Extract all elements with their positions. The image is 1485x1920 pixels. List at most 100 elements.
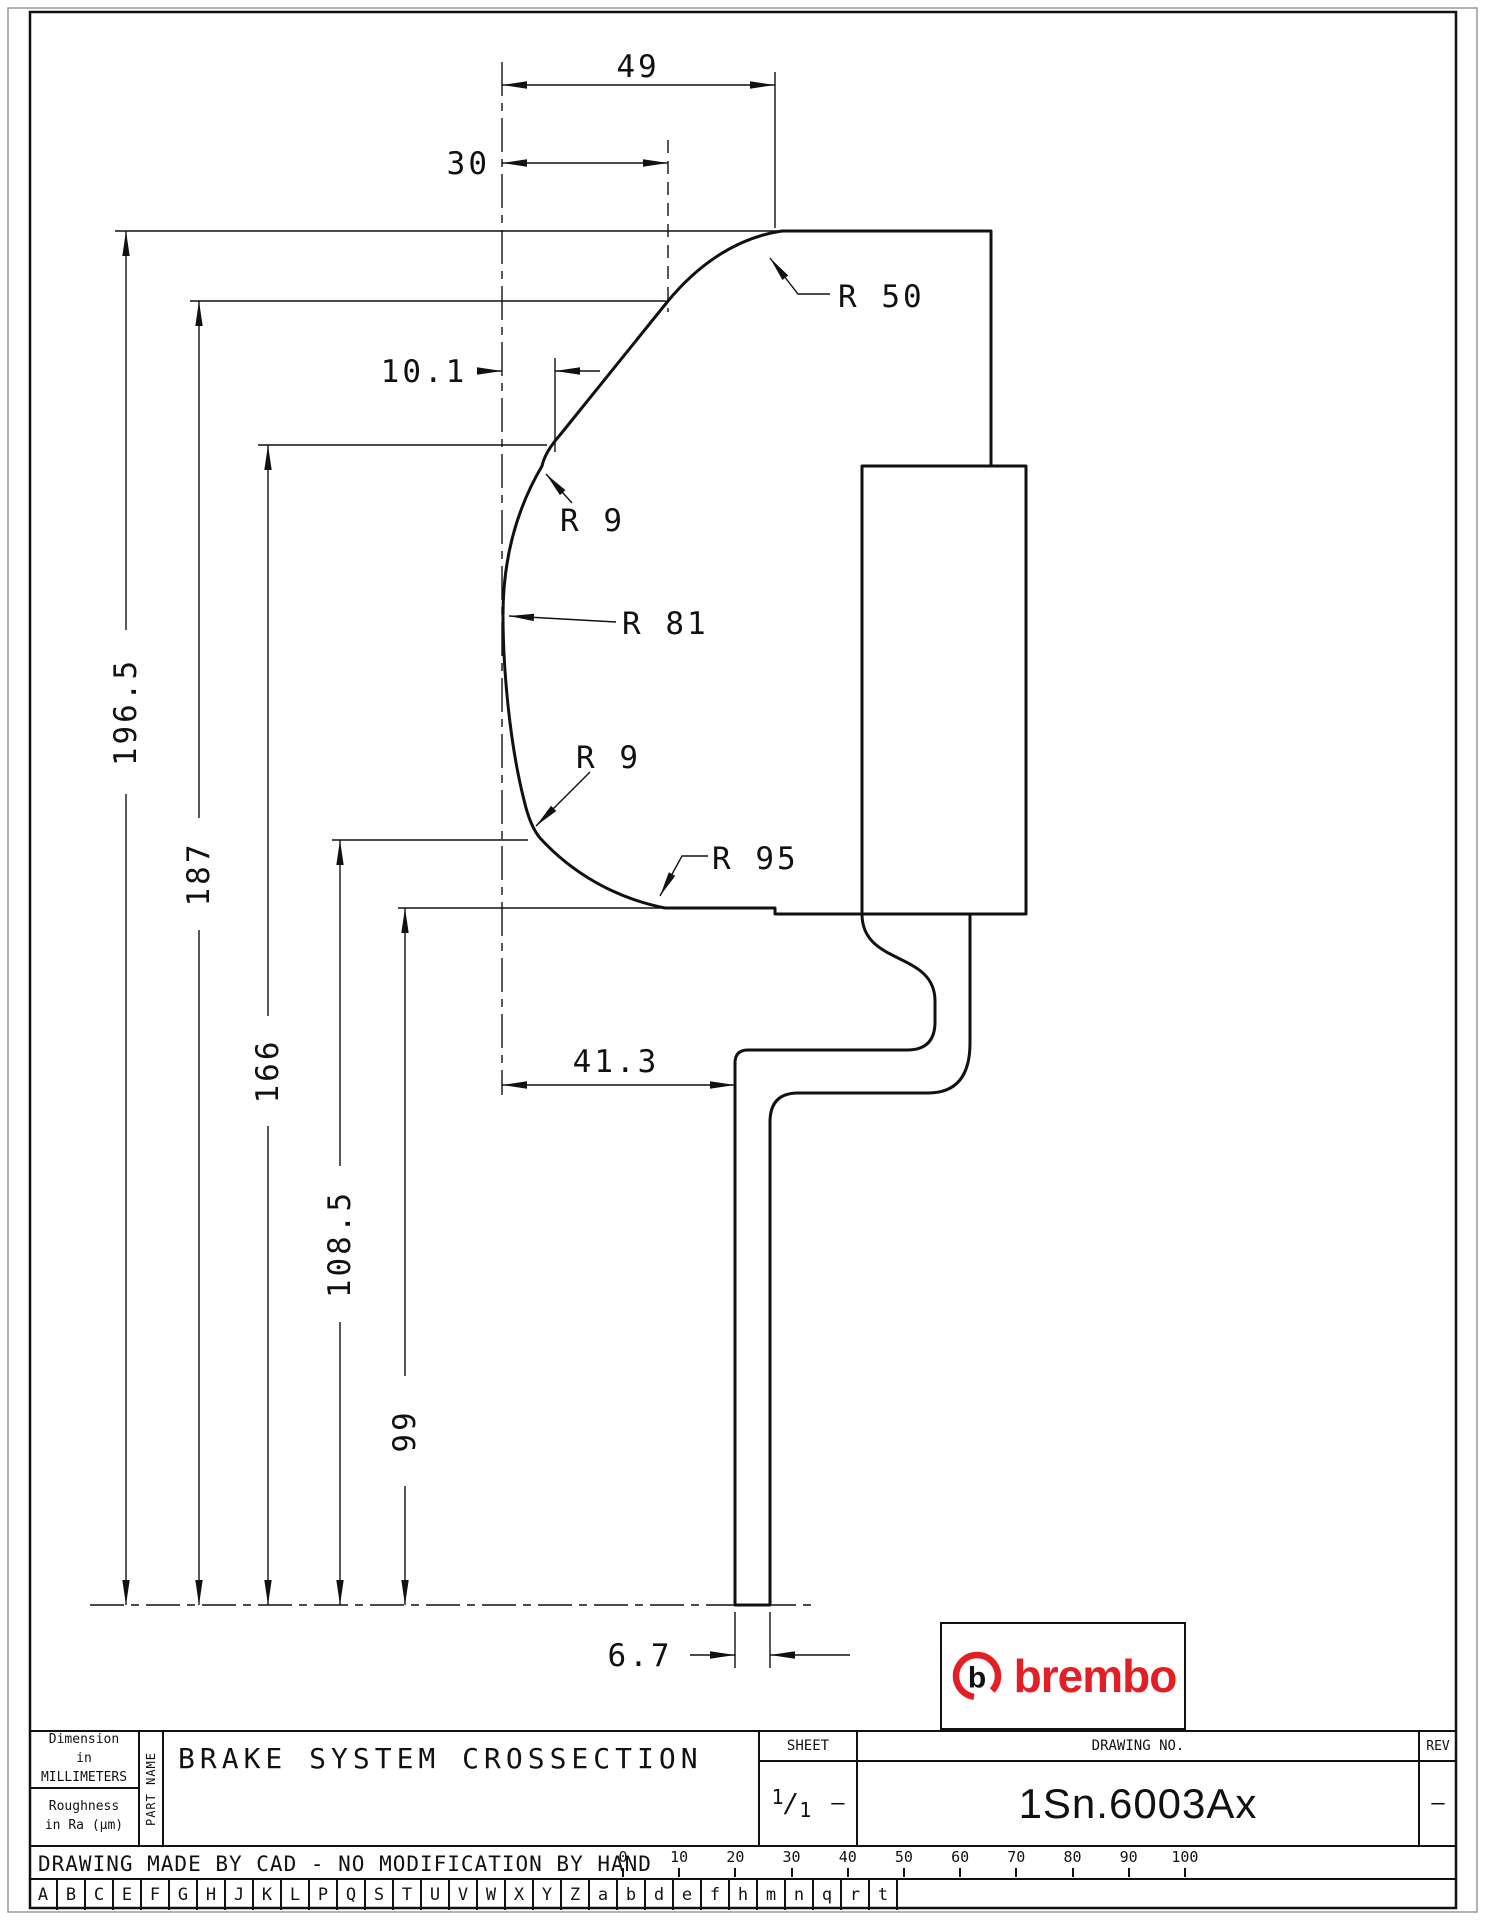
- outer-border: [7, 7, 1478, 1913]
- dim-196-5-label: 196.5: [108, 658, 144, 766]
- ruler-tick: [959, 1867, 962, 1877]
- zone-letter-cell: n: [786, 1880, 814, 1910]
- zone-letter-cell: L: [282, 1880, 310, 1910]
- zone-letter-cell: S: [366, 1880, 394, 1910]
- main-frame: [28, 10, 1458, 1910]
- brand-wordmark: brembo: [1013, 1650, 1178, 1702]
- zone-letter-cell: h: [730, 1880, 758, 1910]
- units-note-line1: Dimension: [48, 1732, 120, 1748]
- radius-r95-label: R 95: [712, 841, 799, 877]
- brand-logo-box: b brembo: [940, 1622, 1186, 1730]
- zone-letter-cell: e: [674, 1880, 702, 1910]
- ruler-tick: [734, 1867, 737, 1877]
- ruler-number: 40: [838, 1848, 857, 1866]
- ruler-mark: 50: [890, 1849, 918, 1877]
- mounting-block: [860, 464, 1028, 916]
- radius-r9-lower-label: R 9: [576, 740, 641, 776]
- zone-letter-cell: G: [170, 1880, 198, 1910]
- zone-letter-cell: C: [86, 1880, 114, 1910]
- zone-letter-cell: F: [142, 1880, 170, 1910]
- leader-r81: [508, 613, 617, 623]
- rev-cell: REV –: [1418, 1732, 1456, 1845]
- ruler-mark: 20: [721, 1849, 749, 1877]
- zone-letter-cell: m: [758, 1880, 786, 1910]
- drawing-title-cell: BRAKE SYSTEM CROSSECTION: [164, 1732, 758, 1845]
- rev-value: –: [1431, 1791, 1445, 1816]
- zone-letter-cell: P: [310, 1880, 338, 1910]
- dim-10-1-label: 10.1: [381, 354, 468, 390]
- zone-letter-cell: W: [478, 1880, 506, 1910]
- ruler-tick: [846, 1867, 849, 1877]
- zone-letter-cell: q: [814, 1880, 842, 1910]
- dim-166-label: 166: [250, 1039, 286, 1104]
- leader-r9-upper: [545, 473, 573, 504]
- ruler-tick: [790, 1867, 793, 1877]
- zone-letter-cell: b: [618, 1880, 646, 1910]
- ruler-tick: [1015, 1867, 1018, 1877]
- ruler-tick: [1127, 1867, 1130, 1877]
- rev-label: REV: [1420, 1732, 1456, 1762]
- ruler-number: 70: [1007, 1848, 1026, 1866]
- brake-profile: [501, 229, 993, 1607]
- ruler-number: 80: [1063, 1848, 1082, 1866]
- ruler-mark: 70: [1002, 1849, 1030, 1877]
- units-note: Dimension in MILLIMETERS: [30, 1732, 140, 1789]
- dim-108-5-label: 108.5: [322, 1190, 358, 1298]
- sheet-number: 1/1: [771, 1785, 812, 1822]
- drawing-title: BRAKE SYSTEM CROSSECTION: [178, 1742, 703, 1775]
- zone-letter-cell: t: [870, 1880, 898, 1910]
- zone-letter-cell: E: [114, 1880, 142, 1910]
- ruler-mark: 80: [1059, 1849, 1087, 1877]
- svg-text:b: b: [967, 1662, 985, 1695]
- ruler-number: 60: [951, 1848, 970, 1866]
- roughness-note-line2: in Ra (µm): [44, 1818, 124, 1833]
- zone-letter-cell: f: [702, 1880, 730, 1910]
- zone-letter-cell: X: [506, 1880, 534, 1910]
- zone-letter-cell: K: [254, 1880, 282, 1910]
- dim-41-3-label: 41.3: [573, 1044, 660, 1080]
- dim-6-7-label: 6.7: [608, 1638, 673, 1674]
- title-block: Dimension in MILLIMETERS Roughness in Ra…: [30, 1730, 1456, 1910]
- radius-r81-label: R 81: [622, 606, 709, 642]
- ruler-tick: [1183, 1867, 1186, 1877]
- ruler-mark: 10: [665, 1849, 693, 1877]
- scale-ruler: 0 10 20 30 40 50 60: [609, 1849, 1199, 1877]
- ruler-number: 20: [726, 1848, 745, 1866]
- roughness-note: Roughness in Ra (µm): [30, 1789, 140, 1845]
- radius-r50-label: R 50: [838, 279, 925, 315]
- drawing-no-label: DRAWING NO.: [858, 1732, 1418, 1762]
- zone-letter-cell: J: [226, 1880, 254, 1910]
- extension-lines: [115, 72, 780, 1668]
- ruler-tick: [678, 1867, 681, 1877]
- dimension-lines: [122, 81, 850, 1659]
- zone-letter-cell: Q: [338, 1880, 366, 1910]
- zone-letter-cell: B: [58, 1880, 86, 1910]
- ruler-number: 90: [1119, 1848, 1138, 1866]
- ruler-mark: 40: [834, 1849, 862, 1877]
- leader-r50: [769, 257, 830, 295]
- zone-letter-cell: H: [198, 1880, 226, 1910]
- ruler-number: 10: [670, 1848, 689, 1866]
- cad-note: DRAWING MADE BY CAD - NO MODIFICATION BY…: [38, 1852, 652, 1876]
- sheet-cell: SHEET 1/1 –: [758, 1732, 856, 1845]
- ruler-number: 50: [894, 1848, 913, 1866]
- leader-r95: [659, 855, 708, 897]
- notes-row: DRAWING MADE BY CAD - NO MODIFICATION BY…: [30, 1845, 1456, 1878]
- zone-letter-cell: V: [450, 1880, 478, 1910]
- zone-letter-cell: r: [842, 1880, 870, 1910]
- ruler-number: 100: [1171, 1848, 1199, 1866]
- dim-99-label: 99: [387, 1409, 423, 1452]
- radius-r9-upper-label: R 9: [560, 503, 625, 539]
- sheet-dash: –: [831, 1791, 845, 1816]
- ruler-mark: 100: [1171, 1849, 1199, 1877]
- ruler-mark: 90: [1115, 1849, 1143, 1877]
- zone-letter-cell: U: [422, 1880, 450, 1910]
- construction-lines: [90, 62, 815, 1606]
- zone-letter-cell: T: [394, 1880, 422, 1910]
- ruler-number: 30: [782, 1848, 801, 1866]
- sheet-label: SHEET: [760, 1732, 856, 1762]
- ruler-tick: [902, 1867, 905, 1877]
- ruler-mark: 30: [778, 1849, 806, 1877]
- zone-letter-cell: A: [30, 1880, 58, 1910]
